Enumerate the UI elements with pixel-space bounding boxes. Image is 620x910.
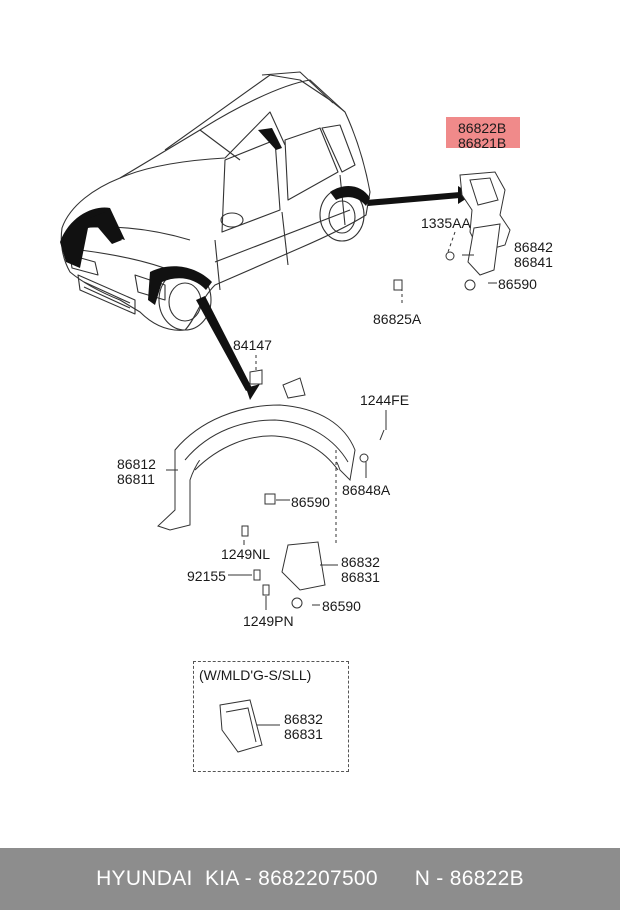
highlighted-part-box xyxy=(446,117,520,148)
part-label-86811: 86811 xyxy=(117,471,155,487)
footer-part-number: 8682207500 xyxy=(258,867,378,890)
footer-ref: N - 86822B xyxy=(414,867,524,890)
part-label-86841: 86841 xyxy=(514,254,553,270)
wheel-arch-highlights xyxy=(60,128,370,305)
part-label-86590-mid: 86590 xyxy=(291,494,330,510)
part-label-1249NL: 1249NL xyxy=(221,546,271,562)
part-label-86825A: 86825A xyxy=(373,311,422,327)
part-label-86812: 86812 xyxy=(117,456,156,472)
part-label-86842: 86842 xyxy=(514,239,553,255)
car-illustration xyxy=(60,71,371,331)
inner-fender xyxy=(157,369,385,609)
part-label-86831-variant: 86831 xyxy=(284,726,323,742)
part-label-1244FE: 1244FE xyxy=(360,392,410,408)
part-label-86590-low: 86590 xyxy=(322,598,361,614)
part-label-92155: 92155 xyxy=(187,568,226,584)
footer-brand: HYUNDAI KIA xyxy=(96,867,239,890)
part-label-86590-top: 86590 xyxy=(498,276,537,292)
part-label-86848A: 86848A xyxy=(342,482,391,498)
leader-arrows xyxy=(196,186,472,400)
dashed-leaders xyxy=(255,231,456,545)
mudguard-variant xyxy=(219,699,263,753)
part-label-86832-variant: 86832 xyxy=(284,711,323,727)
parts-diagram xyxy=(60,71,511,753)
part-label-86822B: 86822B xyxy=(458,120,507,136)
part-label-86832: 86832 xyxy=(341,554,380,570)
part-label-86831: 86831 xyxy=(341,569,380,585)
variant-note-box xyxy=(193,661,349,772)
part-label-84147: 84147 xyxy=(233,337,272,353)
part-label-1249PN: 1249PN xyxy=(243,613,294,629)
rear-mudguard xyxy=(393,171,511,291)
variant-note-title: (W/MLD'G-S/SLL) xyxy=(199,667,312,683)
part-label-86821B: 86821B xyxy=(458,135,507,151)
part-label-1335AA: 1335AA xyxy=(421,215,471,231)
footer-bar: HYUNDAI KIA - 8682207500 N - 86822B xyxy=(0,848,620,910)
